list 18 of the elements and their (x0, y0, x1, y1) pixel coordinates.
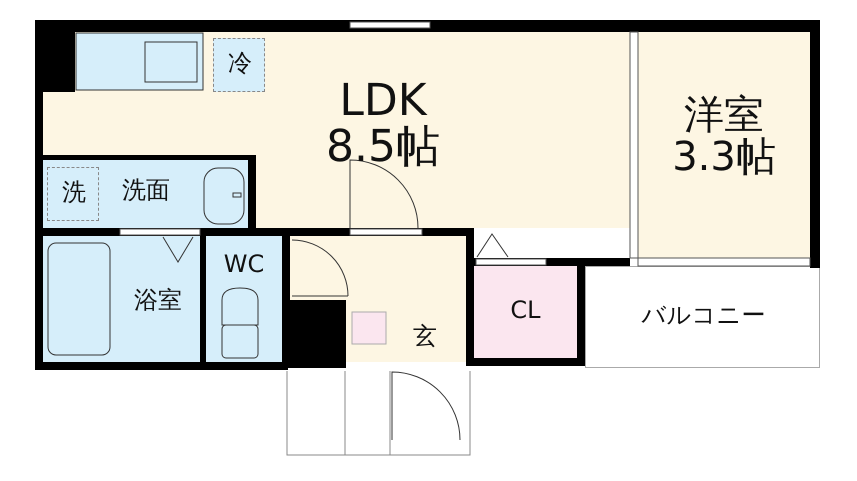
room-label: 洗面 (121, 178, 171, 204)
washer-space (47, 167, 99, 221)
balcony (585, 266, 820, 368)
washroom (43, 160, 248, 228)
room-label: 洗 (61, 180, 87, 206)
room-label: LDK 8.5帖 (325, 78, 441, 170)
bathroom (43, 236, 200, 362)
room-label: 玄 (412, 324, 438, 350)
room-label: バルコニー (640, 303, 766, 328)
room-label: 浴室 (133, 288, 183, 314)
closet (474, 266, 577, 358)
room-label: CL (509, 298, 542, 324)
western-room (638, 32, 810, 258)
room-label: 冷 (227, 51, 253, 76)
room-label: WC (222, 252, 266, 278)
room-label: 洋室 3.3帖 (671, 94, 777, 178)
fridge-space (213, 38, 265, 92)
entrance-hall (346, 236, 466, 362)
